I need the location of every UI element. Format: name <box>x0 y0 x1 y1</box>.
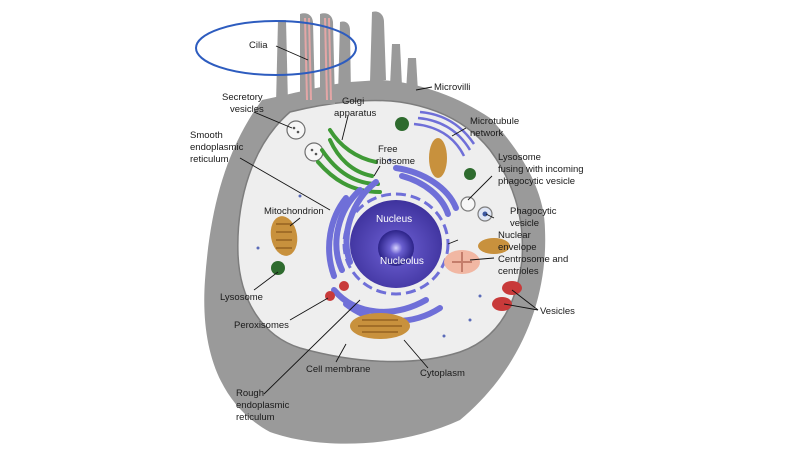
label-smooth-er-3: reticulum <box>190 154 229 165</box>
endoplasmic-reticulum <box>326 165 459 325</box>
label-free-ribosome-2: ribosome <box>376 156 415 167</box>
label-secretory-vesicles-2: vesicles <box>230 104 264 115</box>
phagocytic-vesicle <box>460 196 493 222</box>
label-smooth-er-2: endoplasmic <box>190 142 244 153</box>
label-rough-er-3: reticulum <box>236 412 275 423</box>
label-nucleus: Nucleus <box>376 214 412 225</box>
label-mitochondrion: Mitochondrion <box>264 206 324 217</box>
label-golgi-2: apparatus <box>334 108 377 119</box>
vesicles <box>492 281 522 311</box>
label-smooth-er-1: Smooth <box>190 130 223 141</box>
label-cell-membrane: Cell membrane <box>306 364 370 375</box>
label-lysosome-fusing-1: Lysosome <box>498 152 541 163</box>
label-free-ribosome-1: Free <box>378 144 398 155</box>
label-secretory-vesicles-1: Secretory <box>222 92 263 103</box>
label-phagocytic-1: Phagocytic <box>510 206 557 217</box>
free-ribosomes <box>256 158 482 338</box>
label-cytoplasm: Cytoplasm <box>420 368 465 379</box>
label-lysosome-fusing-2: fusing with incoming <box>498 164 584 175</box>
label-peroxisomes: Peroxisomes <box>234 320 289 331</box>
nucleolus <box>378 230 414 266</box>
mitochondria <box>270 138 510 339</box>
mitochondrion-upper-right <box>429 138 447 178</box>
leader-lines <box>239 45 539 395</box>
label-rough-er-2: endoplasmic <box>236 400 290 411</box>
label-golgi-1: Golgi <box>342 96 364 107</box>
label-lysosome: Lysosome <box>220 292 263 303</box>
label-centrosome-1: Centrosome and <box>498 254 568 265</box>
label-cilia: Cilia <box>249 40 268 51</box>
cilia-highlight-ring <box>195 20 357 76</box>
lysosome-lower-left <box>271 261 285 275</box>
label-nucleolus: Nucleolus <box>380 256 424 267</box>
label-nuclear-envelope-2: envelope <box>498 242 537 253</box>
secretory-vesicles <box>286 120 324 162</box>
label-nuclear-envelope-1: Nuclear <box>498 230 531 241</box>
lysosome-top <box>395 117 409 131</box>
mitochondrion-right <box>478 238 510 254</box>
label-centrosome-2: centrioles <box>498 266 539 277</box>
label-rough-er-1: Rough <box>236 388 264 399</box>
label-microtubule-1: Microtubule <box>470 116 519 127</box>
label-microvilli: Microvilli <box>434 82 470 93</box>
microtubule-network <box>413 110 476 157</box>
label-phagocytic-2: vesicle <box>510 218 539 229</box>
golgi-apparatus <box>316 128 382 194</box>
label-vesicles: Vesicles <box>540 306 575 317</box>
label-lysosome-fusing-3: phagocytic vesicle <box>498 176 575 187</box>
label-microtubule-2: network <box>470 128 504 139</box>
lysosomes <box>271 117 476 275</box>
centrosome <box>444 250 480 274</box>
cilia-group <box>276 11 418 104</box>
lysosome-right <box>464 168 476 180</box>
mitochondrion <box>270 216 298 256</box>
